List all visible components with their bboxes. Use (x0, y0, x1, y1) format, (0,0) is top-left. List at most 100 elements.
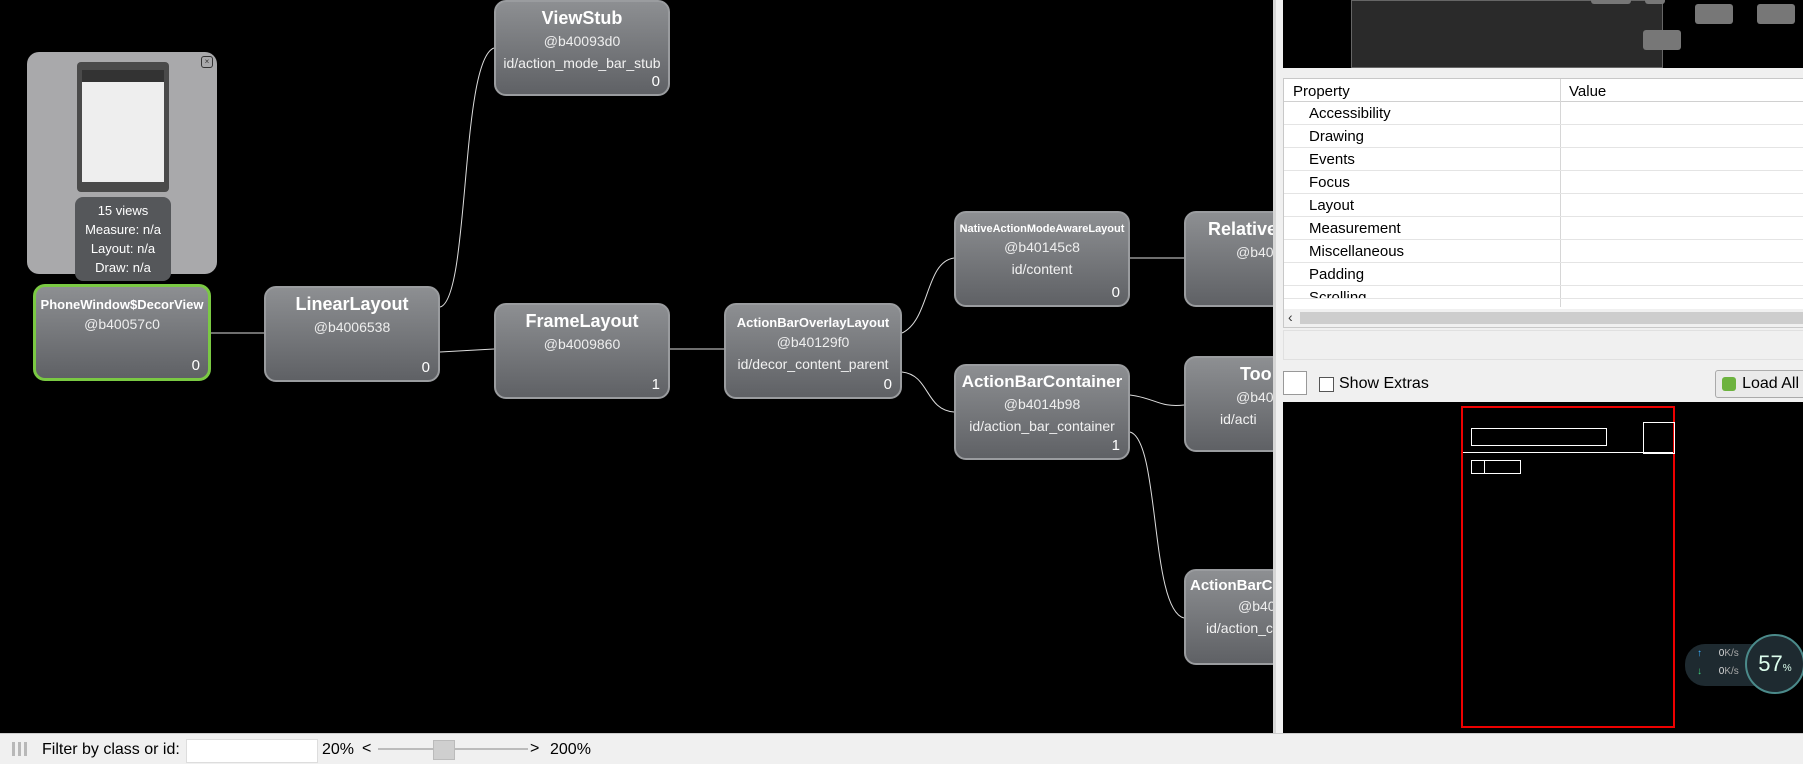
node-count: 0 (191, 357, 200, 374)
node-id: id/decor_content_parent (737, 356, 889, 372)
node-count: 0 (421, 359, 430, 376)
edge (1129, 431, 1185, 619)
mini-node (1757, 4, 1795, 24)
node-decorview[interactable]: PhoneWindow$DecorView @b40057c0 0 (33, 284, 211, 381)
overview-viewport[interactable] (1351, 0, 1663, 68)
node-actionbarcontextview[interactable]: ActionBarC @b40 id/action_c (1184, 569, 1273, 665)
usage-percent-unit: % (1782, 663, 1792, 674)
property-row-scrolling[interactable]: Scrolling (1284, 286, 1803, 299)
phone-screen (82, 70, 164, 182)
node-count: 1 (651, 376, 660, 393)
mini-node (1643, 30, 1681, 50)
property-row-measurement[interactable]: Measurement (1284, 217, 1803, 240)
scroll-left-icon[interactable]: ‹ (1288, 309, 1293, 325)
layout-box (1471, 428, 1607, 446)
property-column-header[interactable]: Property (1293, 83, 1350, 100)
node-address: @b40 (1236, 244, 1273, 260)
properties-footer (1283, 330, 1803, 360)
value-column-header[interactable]: Value (1569, 83, 1607, 100)
property-label: Measurement (1309, 220, 1401, 237)
upload-arrow-icon: ↑ (1697, 648, 1702, 659)
layout-toolbar: Show Extras Load All (1283, 368, 1803, 398)
upload-unit: K/s (1724, 648, 1739, 659)
property-label: Accessibility (1309, 105, 1391, 122)
node-actionbaroverlaylayout[interactable]: ActionBarOverlayLayout @b40129f0 id/deco… (724, 303, 902, 399)
node-name: Too (1240, 364, 1272, 384)
node-name: PhoneWindow$DecorView (40, 297, 204, 312)
property-label: Padding (1309, 266, 1365, 283)
node-address: @b40093d0 (543, 33, 621, 49)
layout-divider (1463, 452, 1673, 453)
node-relativelayout[interactable]: Relative @b40 (1184, 211, 1273, 307)
property-row-layout[interactable]: Layout (1284, 194, 1803, 217)
scrollbar-thumb[interactable] (1300, 312, 1803, 324)
tree-overview[interactable] (1283, 0, 1803, 68)
view-preview-popup: × 15 views Measure: n/a Layout: n/a Draw… (27, 52, 217, 281)
view-hierarchy-canvas[interactable]: × 15 views Measure: n/a Layout: n/a Draw… (0, 0, 1273, 733)
property-label: Drawing (1309, 128, 1365, 145)
property-row-focus[interactable]: Focus (1284, 171, 1803, 194)
layout-view[interactable]: ↑ 0K/s ↓ 0K/s 57% (1283, 402, 1803, 733)
chevron-right-icon[interactable]: > (530, 740, 540, 757)
close-icon[interactable]: × (201, 56, 213, 68)
usage-gauge: 57% (1745, 634, 1803, 694)
filter-input[interactable] (186, 739, 318, 763)
node-actionbarcontainer[interactable]: ActionBarContainer @b4014b98 id/action_b… (954, 364, 1130, 460)
node-linearlayout[interactable]: LinearLayout @b4006538 0 (264, 286, 440, 382)
node-id: id/content (1011, 261, 1073, 277)
horizontal-scrollbar[interactable]: ‹ (1284, 309, 1803, 327)
node-id: id/action_mode_bar_stub (503, 55, 661, 71)
node-name: ActionBarOverlayLayout (736, 315, 890, 330)
property-row-events[interactable]: Events (1284, 148, 1803, 171)
property-row-drawing[interactable]: Drawing (1284, 125, 1803, 148)
edge (439, 47, 495, 308)
show-extras-checkbox[interactable] (1319, 377, 1334, 392)
node-toolbar[interactable]: Too @b40 id/acti (1184, 356, 1273, 452)
chevron-left-icon[interactable]: < (362, 740, 372, 757)
node-count: 0 (1111, 284, 1120, 301)
view-stats: 15 views Measure: n/a Layout: n/a Draw: … (75, 197, 171, 281)
mini-node (1695, 4, 1733, 24)
node-nativeactionmodeawarelayout[interactable]: NativeActionModeAwareLayout @b40145c8 id… (954, 211, 1130, 307)
status-bar: Filter by class or id: 20% < > 200% (0, 733, 1803, 764)
node-name: LinearLayout (295, 294, 409, 314)
property-row-accessibility[interactable]: Accessibility (1284, 102, 1803, 125)
property-label: Layout (1309, 197, 1355, 214)
load-all-icon (1722, 377, 1737, 391)
node-id: id/acti (1220, 411, 1257, 427)
grid-icon[interactable] (12, 742, 30, 756)
node-address: @b40 (1238, 598, 1273, 614)
property-label: Miscellaneous (1309, 243, 1405, 260)
node-viewstub[interactable]: ViewStub @b40093d0 id/action_mode_bar_st… (494, 0, 670, 96)
download-value: 0 (1718, 666, 1725, 677)
zoom-min-label: 20% (322, 741, 355, 758)
node-name: NativeActionModeAwareLayout (959, 223, 1125, 235)
edge (901, 257, 955, 334)
property-row-miscellaneous[interactable]: Miscellaneous (1284, 240, 1803, 263)
property-label: Focus (1309, 174, 1350, 191)
load-all-button[interactable]: Load All (1715, 370, 1803, 398)
phone-action-bar (82, 70, 164, 82)
node-address: @b40129f0 (776, 334, 850, 350)
layout-box (1643, 422, 1675, 454)
node-address: @b4014b98 (1003, 396, 1081, 412)
property-row-padding[interactable]: Padding (1284, 263, 1803, 286)
edge (901, 371, 955, 413)
properties-table[interactable]: Property Value Accessibility Drawing Eve… (1283, 78, 1803, 328)
show-extras-label[interactable]: Show Extras (1339, 375, 1429, 392)
node-count: 0 (651, 73, 660, 90)
layout-frame (1461, 406, 1675, 728)
zoom-slider-thumb[interactable] (433, 740, 455, 760)
upload-speed: ↑ 0K/s (1697, 648, 1739, 659)
node-count: 1 (1111, 437, 1120, 454)
draw-time: Draw: n/a (95, 260, 151, 275)
node-count: 0 (883, 376, 892, 393)
node-name: ActionBarC (1190, 577, 1273, 594)
right-panel: Property Value Accessibility Drawing Eve… (1273, 0, 1803, 733)
layout-box (1471, 460, 1485, 474)
color-swatch[interactable] (1283, 371, 1307, 395)
property-label: Events (1309, 151, 1355, 168)
node-framelayout[interactable]: FrameLayout @b4009860 1 (494, 303, 670, 399)
mini-node (1591, 0, 1631, 4)
measure-time: Measure: n/a (85, 222, 161, 237)
